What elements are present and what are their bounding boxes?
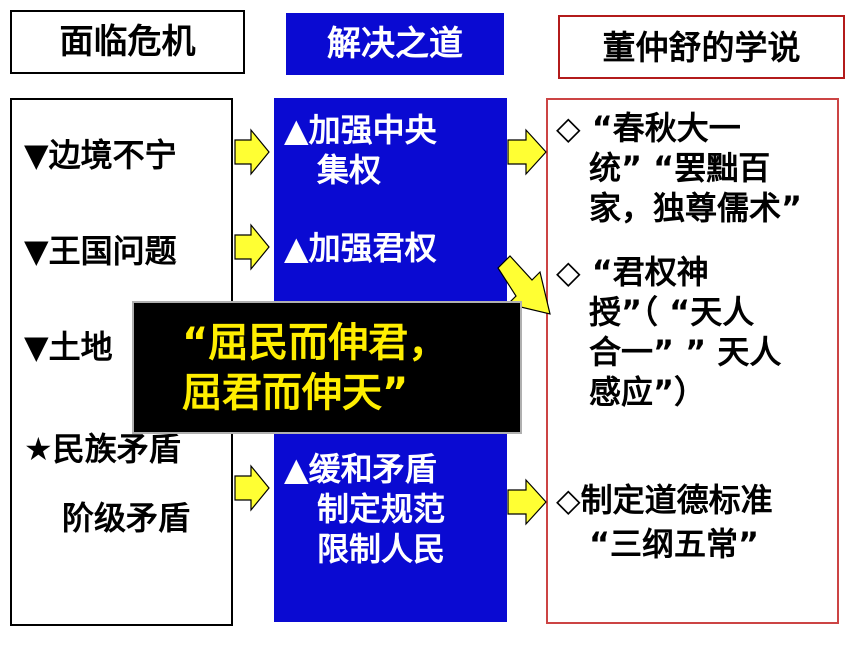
header-crisis: 面临危机 — [10, 10, 245, 74]
theory-item-ethics: ◇制定道德标准 “三纲五常” — [556, 481, 773, 563]
crisis-item-border: ▼边境不宁 — [24, 136, 177, 174]
crisis-item-ethnic: ★民族矛盾 — [24, 430, 181, 468]
solution-item-ease: ▲缓和矛盾 制定规范 限制人民 — [284, 450, 446, 568]
arrow-diagonal-icon — [497, 255, 551, 315]
quote-line-2: 屈君而伸天” — [182, 369, 409, 416]
quote-overlay: “屈民而伸君， 屈君而伸天” — [132, 301, 522, 434]
arrow-right-icon — [507, 128, 547, 176]
theory-item-unity: ◇ “春秋大一 统” “罢黜百 家，独尊儒术” — [556, 109, 803, 227]
crisis-item-land: ▼土地 — [24, 328, 113, 366]
crisis-item-kingdoms: ▼王国问题 — [24, 232, 177, 270]
solution-item-monarch: ▲加强君权 — [284, 229, 437, 267]
arrow-right-icon — [507, 478, 547, 526]
theory-item-divine-right: ◇ “君权神 授”（ “天人 合一” ” 天人 感应”） — [556, 253, 782, 411]
arrow-right-icon — [234, 464, 270, 512]
header-theory: 董仲舒的学说 — [558, 15, 845, 79]
quote-line-1: “屈民而伸君， — [182, 319, 449, 366]
header-solution: 解决之道 — [286, 13, 504, 75]
crisis-item-class: 阶级矛盾 — [62, 499, 191, 537]
arrow-right-icon — [234, 223, 270, 271]
arrow-right-icon — [234, 128, 270, 176]
solution-item-centralize: ▲加强中央 集权 — [284, 111, 437, 189]
theory-column — [546, 98, 839, 624]
